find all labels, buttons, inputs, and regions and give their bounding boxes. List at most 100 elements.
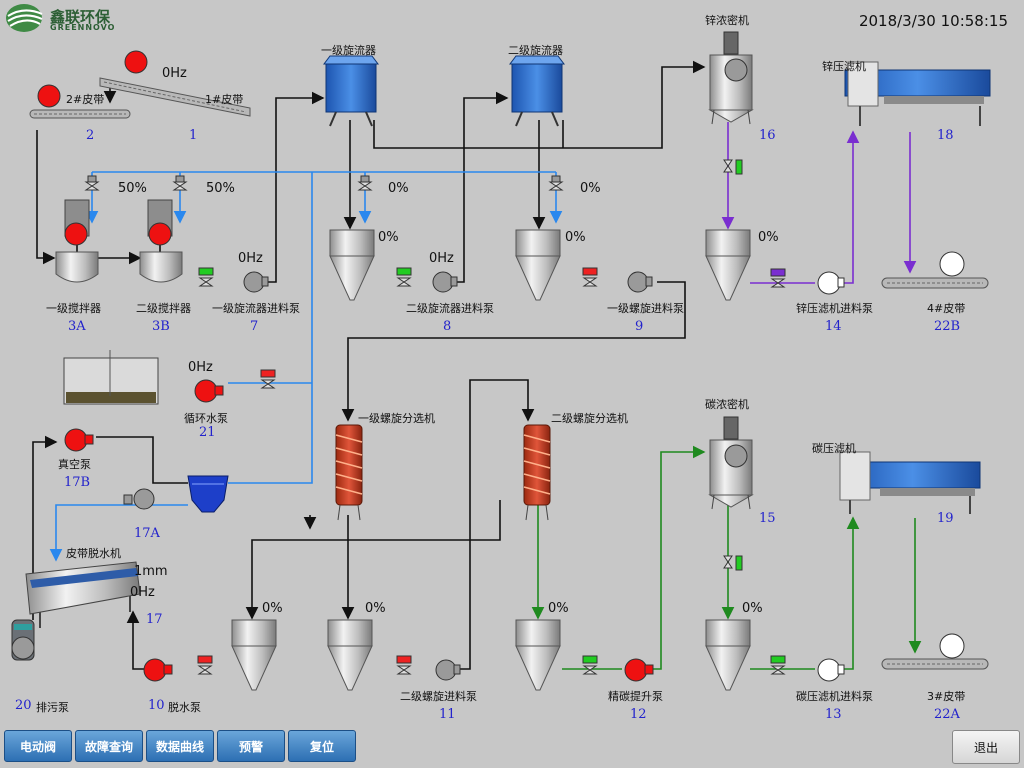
pump-17a[interactable] (123, 488, 155, 510)
pump-13[interactable] (817, 658, 845, 682)
zinc-filter-number: 18 (937, 128, 954, 143)
agitator-3a-number: 3A (68, 319, 86, 334)
warning-button[interactable]: 预警 (217, 730, 285, 762)
data-curve-button[interactable]: 数据曲线 (146, 730, 214, 762)
electric-valve-button[interactable]: 电动阀 (4, 730, 72, 762)
tank-c (705, 229, 751, 301)
zinc-thickener-status[interactable] (724, 58, 748, 82)
pump-9[interactable] (627, 271, 653, 293)
tank-f (515, 619, 561, 691)
pump-12[interactable] (624, 658, 654, 682)
dewatering-pump-10[interactable] (143, 658, 173, 682)
belt-3-status[interactable] (939, 633, 965, 659)
tank-a-level: 0% (378, 230, 399, 245)
spiral-1-label: 一级螺旋分选机 (358, 412, 435, 425)
tank-c-level: 0% (758, 230, 779, 245)
pump-11-label: 二级螺旋进料泵 (400, 690, 477, 703)
circulation-pump-frequency: 0Hz (188, 360, 213, 375)
belt-2[interactable] (29, 109, 131, 119)
datetime: 2018/3/30 10:58:15 (858, 12, 1008, 30)
agitator-3b-status[interactable] (148, 222, 172, 246)
vacuum-filter-tank[interactable] (187, 475, 229, 513)
valve-circulation[interactable] (260, 369, 276, 389)
tank-b (515, 229, 561, 301)
tank-d (231, 619, 277, 691)
valve-pump8-inlet[interactable] (396, 267, 412, 287)
tank-g (705, 619, 751, 691)
fault-query-button[interactable]: 故障查询 (75, 730, 143, 762)
belt-2-number: 2 (86, 128, 95, 143)
valve-pump7-inlet[interactable] (198, 267, 214, 287)
carbon-filter-press[interactable] (839, 451, 981, 514)
tank-d-level: 0% (262, 601, 283, 616)
carbon-thickener-status[interactable] (724, 444, 748, 468)
valve-cyc2-water[interactable] (548, 175, 564, 191)
tank-b-level: 0% (565, 230, 586, 245)
valve-pump10-inlet[interactable] (197, 655, 213, 675)
vacuum-pump-17b[interactable] (64, 428, 94, 452)
pump-7-label: 一级旋流器进料泵 (212, 302, 300, 315)
pump-12-number: 12 (630, 707, 647, 722)
circulation-tank (63, 350, 159, 405)
hydrocyclone-2-label: 二级旋流器 (508, 44, 563, 57)
primary-hydrocyclone[interactable] (323, 55, 379, 127)
secondary-spiral-separator[interactable] (523, 424, 551, 521)
carbon-thickener-label: 碳浓密机 (705, 398, 749, 411)
agitator-3a-status[interactable] (64, 222, 88, 246)
dewatering-pump-number: 10 (148, 698, 165, 713)
pump-12-label: 精碳提升泵 (608, 690, 663, 703)
belt-dewatering-label: 皮带脱水机 (66, 547, 121, 560)
valve-3a-water[interactable] (84, 175, 100, 191)
pump-14[interactable] (817, 271, 845, 295)
pump-8[interactable] (432, 271, 458, 293)
agitator-3a-label: 一级搅拌器 (46, 302, 101, 315)
valve-pump13-inlet[interactable] (770, 655, 786, 675)
valve-cyc1-water[interactable] (357, 175, 373, 191)
circulation-pump-21[interactable] (194, 379, 224, 403)
pump-9-number: 9 (635, 319, 644, 334)
valve-cyc1-opening: 0% (388, 181, 409, 196)
valve-pump11-inlet[interactable] (396, 655, 412, 675)
belt-4-label: 4#皮带 (927, 302, 966, 315)
sewage-pump-status[interactable] (11, 636, 35, 660)
belt-4-number: 22B (934, 319, 961, 334)
sewage-pump-label: 排污泵 (36, 701, 69, 714)
pump-14-label: 锌压滤机进料泵 (796, 302, 873, 315)
belt-dewatering-machine[interactable] (25, 561, 141, 628)
valve-pump14-inlet[interactable] (770, 268, 786, 288)
valve-carbon-underflow[interactable] (723, 555, 743, 571)
belt-1-frequency: 0Hz (162, 66, 187, 81)
zinc-filter-press[interactable] (844, 61, 991, 126)
reset-button[interactable]: 复位 (288, 730, 356, 762)
secondary-hydrocyclone[interactable] (509, 55, 565, 127)
logo-subtitle: GREENNOVO (50, 23, 116, 32)
pump-8-label: 二级旋流器进料泵 (406, 302, 494, 315)
sewage-pump-number: 20 (15, 698, 32, 713)
pump-11[interactable] (435, 659, 461, 681)
black-pipes (32, 60, 706, 670)
belt-1[interactable] (99, 77, 251, 117)
primary-spiral-separator[interactable] (335, 424, 363, 521)
pump-14-number: 14 (825, 319, 842, 334)
belt-3[interactable] (881, 658, 989, 670)
exit-button[interactable]: 退出 (952, 730, 1020, 764)
valve-cyc2-opening: 0% (580, 181, 601, 196)
belt-2-status[interactable] (37, 84, 61, 108)
belt-4[interactable] (881, 277, 989, 289)
pump-8-frequency: 0Hz (429, 251, 454, 266)
valve-zinc-underflow[interactable] (723, 159, 743, 175)
valve-pump9-inlet[interactable] (582, 267, 598, 287)
belt-1-status[interactable] (124, 50, 148, 74)
company-logo: 鑫联环保 GREENNOVO (4, 2, 124, 34)
belt-1-label: 1#皮带 (205, 93, 244, 106)
valve-3b-water[interactable] (172, 175, 188, 191)
belt-dewatering-thickness: 1mm (134, 564, 168, 579)
pump-17a-number: 17A (134, 526, 160, 541)
belt-dewatering-number: 17 (146, 612, 163, 627)
belt-4-status[interactable] (939, 251, 965, 277)
pump-7[interactable] (243, 271, 269, 293)
tank-e-level: 0% (365, 601, 386, 616)
pump-7-number: 7 (250, 319, 259, 334)
valve-pump12-inlet[interactable] (582, 655, 598, 675)
